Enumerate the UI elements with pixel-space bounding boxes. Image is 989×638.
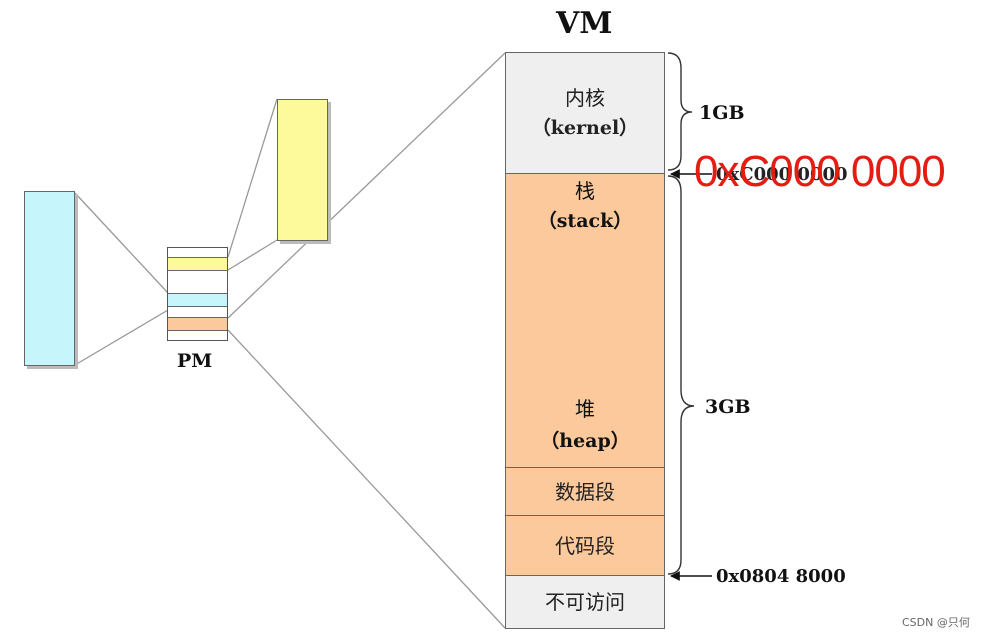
stack-sub: （stack） (537, 210, 633, 232)
connector-cyan-top (74, 192, 169, 294)
vm-title: VM (556, 6, 613, 41)
connector-cyan-bottom (74, 309, 169, 366)
watermark: CSDN @只何 (902, 616, 970, 629)
pm-label: PM (177, 350, 213, 372)
cyan-memory-block (24, 191, 75, 366)
kernel-name: 内核 (565, 86, 605, 110)
stack-name: 栈 (575, 179, 595, 203)
kernel-sub: （kernel） (531, 117, 639, 139)
connector-vm-top (227, 52, 506, 319)
connector-vm-bottom (227, 329, 506, 629)
heap-name: 堆 (575, 397, 595, 421)
kernel-segment: 内核 （kernel） (505, 52, 665, 174)
heap-sub: （heap） (540, 430, 630, 452)
pm-yellow-cell (168, 257, 227, 271)
pm-cyan-cell (168, 293, 227, 307)
inaccessible-segment: 不可访问 (505, 576, 665, 629)
data-segment: 数据段 (505, 468, 665, 516)
user-size-label: 3GB (705, 396, 751, 418)
data-segment-name: 数据段 (555, 479, 615, 504)
kernel-size-label: 1GB (699, 102, 745, 124)
kernel-boundary-annotation: 0xC000 0000 (694, 147, 946, 196)
connector-yellow-top (227, 98, 278, 258)
stack-heap-region (505, 174, 665, 468)
inaccessible-name: 不可访问 (545, 590, 625, 614)
code-start-address: 0x0804 8000 (716, 566, 846, 587)
user-brace (667, 175, 695, 575)
stack-label: 栈 （stack） (505, 176, 665, 236)
connector-yellow-bottom (227, 239, 278, 271)
pm-stack (167, 247, 228, 341)
kernel-boundary-address: 0xC000 0000 (716, 164, 848, 185)
yellow-memory-block (277, 99, 328, 241)
heap-label: 堆 （heap） (505, 393, 665, 457)
kernel-brace (667, 52, 693, 171)
pm-orange-cell (168, 317, 227, 331)
code-segment-name: 代码段 (555, 533, 615, 558)
code-segment: 代码段 (505, 516, 665, 576)
